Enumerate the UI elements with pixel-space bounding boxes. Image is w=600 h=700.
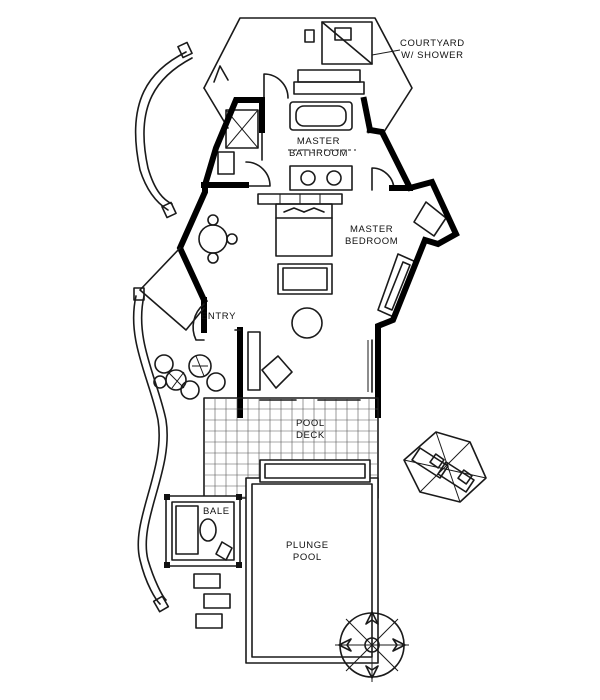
- master-bedroom-label-line2: BEDROOM: [345, 236, 399, 247]
- master-bathroom-fixtures: [217, 101, 395, 191]
- garden-path-lower: [132, 287, 170, 613]
- master-bedroom-furniture: [198, 193, 447, 393]
- courtyard-label-line1: COURTYARD: [400, 38, 465, 49]
- bale-pavilion: [164, 494, 242, 568]
- courtyard-area: [203, 17, 413, 136]
- toilet: [217, 151, 235, 175]
- plunge-pool-label-line1: PLUNGE: [286, 540, 329, 551]
- bed-bench: [277, 263, 333, 295]
- entry-area: [139, 247, 241, 341]
- courtyard-label-line2: W/ SHOWER: [401, 50, 464, 61]
- master-bathroom-label: MASTER BATHROOM: [289, 136, 348, 160]
- plunge-pool-label-line2: POOL: [292, 552, 322, 563]
- wardrobe: [413, 201, 447, 237]
- master-bedroom-label-line1: MASTER: [350, 224, 394, 235]
- pool-deck-label: POOL DECK: [296, 418, 325, 442]
- shower-stall: [321, 21, 373, 65]
- dining-table: [198, 224, 228, 254]
- shrubs: [153, 354, 226, 400]
- entry-label-line1: ENTRY: [201, 311, 237, 322]
- tree: [335, 608, 409, 682]
- plunge-pool: [245, 459, 379, 664]
- bale-label: BALE: [203, 506, 230, 518]
- pool-deck-label-line2: DECK: [296, 430, 325, 441]
- ottoman: [291, 307, 323, 339]
- pool-deck-label-line1: POOL: [296, 418, 325, 429]
- bed: [275, 203, 333, 257]
- plunge-pool-label: PLUNGE POOL: [286, 540, 329, 564]
- garden-path-upper: [134, 41, 193, 219]
- desk-chair: [261, 355, 293, 389]
- sun-loungers: [403, 431, 487, 503]
- courtyard-label: COURTYARD W/ SHOWER: [400, 38, 465, 62]
- master-bathroom-label-line2: BATHROOM: [289, 148, 348, 159]
- master-bedroom-label: MASTER BEDROOM: [345, 224, 398, 248]
- master-bathroom-label-line1: MASTER: [296, 136, 341, 147]
- desk: [247, 331, 261, 391]
- bale-label-line1: BALE: [203, 506, 230, 517]
- bathtub: [289, 101, 353, 131]
- stepping-stones: [193, 573, 231, 629]
- entry-label: ENTRY: [201, 311, 236, 323]
- vanity: [289, 165, 353, 191]
